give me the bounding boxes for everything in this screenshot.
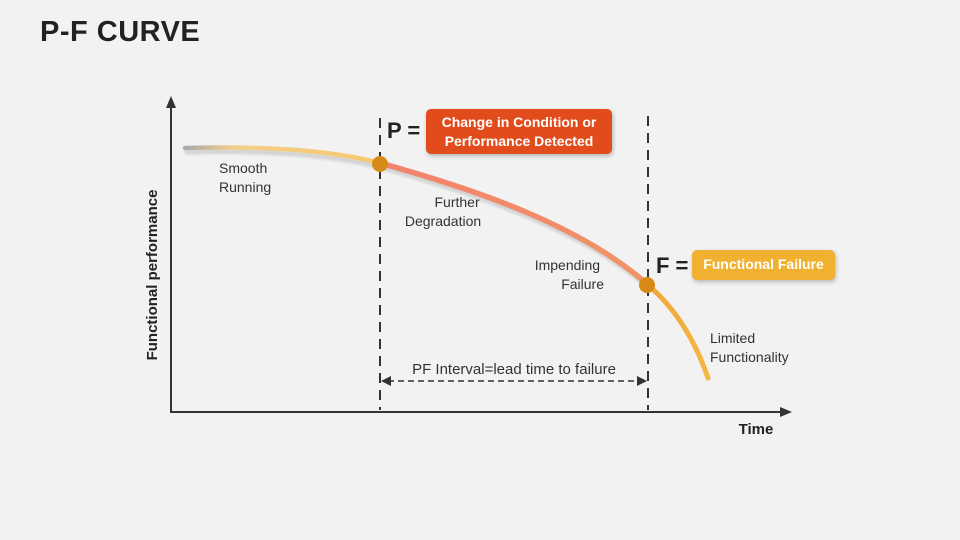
- f-letter: F =: [656, 253, 688, 278]
- x-axis-label: Time: [739, 421, 774, 438]
- x-axis-arrow-icon: [780, 407, 792, 417]
- p-callout-box: Change in Condition or Performance Detec…: [426, 109, 612, 154]
- curve-smooth-running: [182, 145, 383, 166]
- pf-interval-label: PF Interval=lead time to failure: [412, 361, 616, 378]
- curve-degradation: [377, 160, 651, 288]
- stage-smooth-label: Smooth Running: [219, 160, 271, 195]
- f-callout-text: Functional Failure: [703, 256, 824, 272]
- f-callout-box: Functional Failure: [692, 250, 835, 280]
- curve-failure: [645, 282, 711, 381]
- p-callout-line-1: Change in Condition or: [441, 114, 597, 130]
- y-axis-label: Functional performance: [144, 190, 161, 361]
- p-point-marker: [372, 156, 388, 172]
- p-callout-line-2: Performance Detected: [444, 133, 594, 149]
- y-axis-arrow-icon: [166, 96, 176, 108]
- stage-impending-label: Impending Failure: [535, 257, 604, 292]
- pf-interval-right-arrow-icon: [637, 376, 647, 386]
- p-letter: P =: [387, 118, 420, 143]
- f-point-marker: [639, 277, 655, 293]
- pf-interval-left-arrow-icon: [381, 376, 391, 386]
- slide-title: P-F CURVE: [40, 16, 201, 48]
- stage-limited-label: Limited Functionality: [710, 330, 789, 365]
- stage-further-label: Further Degradation: [405, 194, 484, 229]
